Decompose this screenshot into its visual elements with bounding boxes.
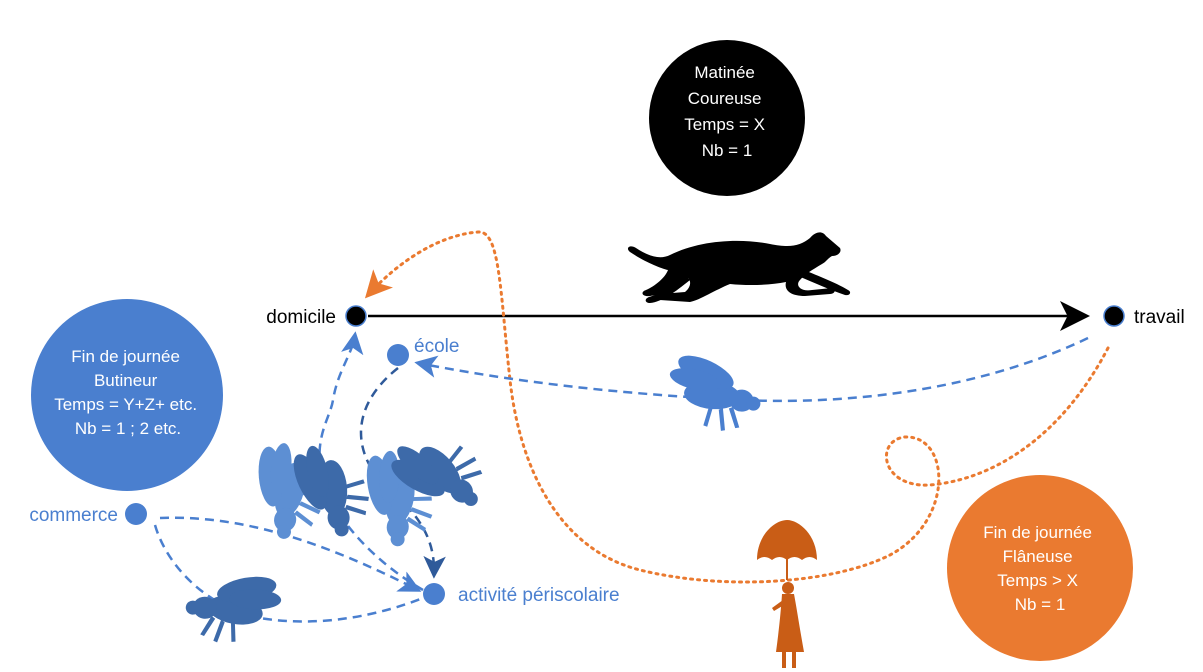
profile-flaneuse: Fin de journée Flâneuse Temps > X Nb = 1 [947,475,1133,661]
flaneuse-line-1: Fin de journée [983,523,1092,542]
coureuse-line-1: Matinée [694,63,754,82]
node-domicile: domicile [266,306,366,328]
coureuse-line-4: Nb = 1 [702,141,753,160]
node-activite: activité périscolaire [423,583,620,606]
coureuse-line-2: Coureuse [688,89,762,108]
travail-to-ecole-route [418,338,1088,401]
commerce-label: commerce [29,505,118,526]
node-commerce: commerce [29,503,147,526]
coureuse-line-3: Temps = X [684,115,765,134]
ecole-label: école [414,336,459,357]
butineur-line-1: Fin de journée [71,347,180,366]
butineur-line-3: Temps = Y+Z+ etc. [54,395,197,414]
butineur-line-2: Butineur [94,371,158,390]
domicile-label: domicile [266,307,336,328]
bee-icon [181,559,287,653]
profile-coureuse: Matinée Coureuse Temps = X Nb = 1 [649,40,805,196]
node-travail: travail [1104,306,1185,328]
travail-label: travail [1134,307,1185,328]
flaneuse-line-4: Nb = 1 [1015,595,1066,614]
bee-icon [664,348,765,434]
umbrella-walker-icon [757,520,817,668]
greyhound-icon [628,232,850,303]
flaneuse-line-3: Temps > X [997,571,1078,590]
flaneuse-line-2: Flâneuse [1003,547,1073,566]
butineur-line-4: Nb = 1 ; 2 etc. [75,419,181,438]
activite-label: activité périscolaire [458,585,620,606]
profile-butineur: Fin de journée Butineur Temps = Y+Z+ etc… [31,299,223,491]
node-ecole: école [387,336,459,366]
